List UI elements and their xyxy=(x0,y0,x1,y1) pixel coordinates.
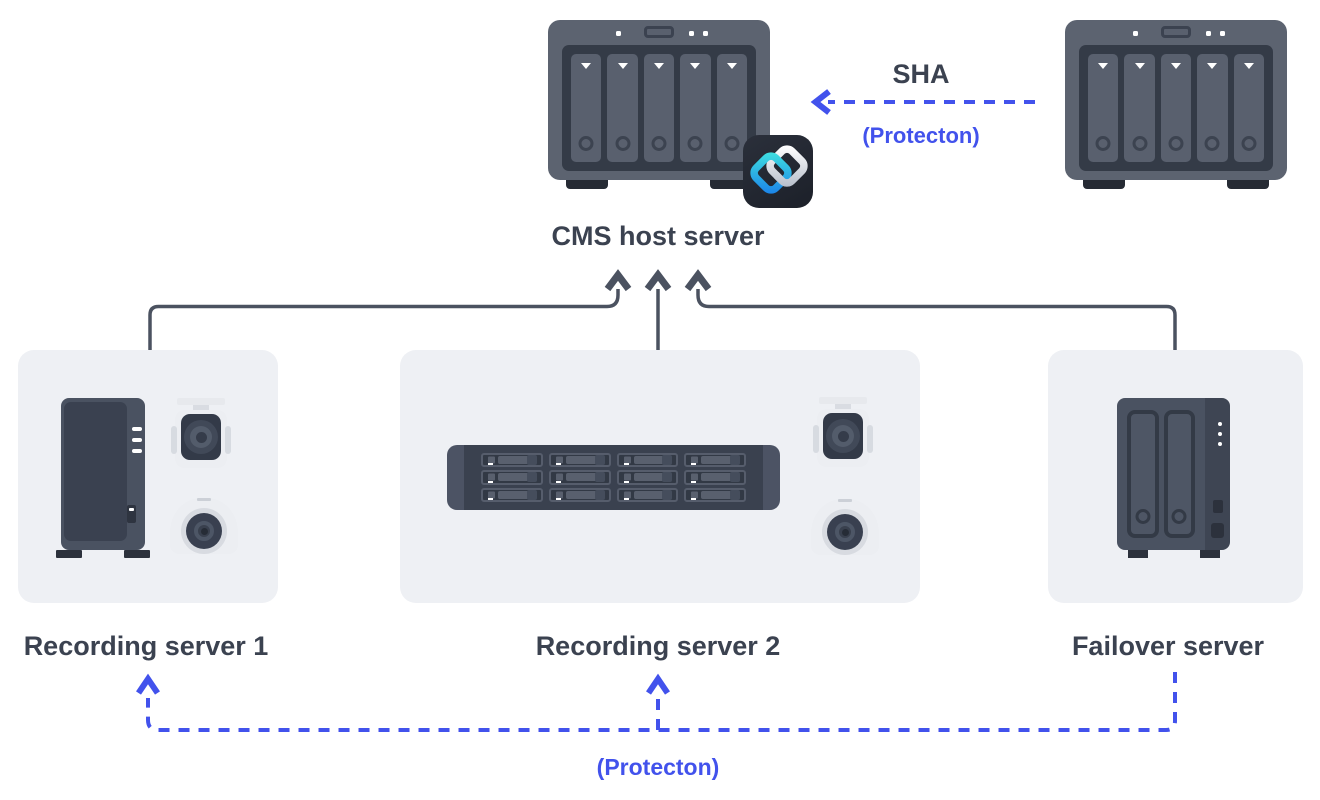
foot xyxy=(1200,550,1220,558)
drive-panel xyxy=(1079,45,1273,171)
drive-tray xyxy=(684,470,746,485)
drive-tray xyxy=(616,470,679,485)
foot xyxy=(710,180,752,189)
arrow-left-icon xyxy=(810,89,831,115)
drive-bay xyxy=(1124,54,1155,162)
recording-server-1-box xyxy=(18,350,278,603)
foot xyxy=(1128,550,1148,558)
wire-recording1-to-cms xyxy=(148,289,620,351)
foot xyxy=(1227,180,1269,189)
led-icon xyxy=(1206,31,1211,36)
drive-tray xyxy=(616,487,679,502)
arrow-up-icon xyxy=(644,269,672,292)
drive-bay xyxy=(1088,54,1119,162)
nas-5bay-icon xyxy=(1065,20,1287,189)
foot xyxy=(56,550,82,558)
led-icon xyxy=(689,31,694,36)
led-icon xyxy=(1218,422,1222,426)
drive-bay xyxy=(1233,54,1265,162)
tower-front-panel xyxy=(64,402,127,541)
recording-server-2-label: Recording server 2 xyxy=(535,631,781,661)
drive-bay xyxy=(643,54,675,162)
drive-tray xyxy=(548,487,611,502)
usb-port-icon xyxy=(1213,500,1223,513)
drive-tray xyxy=(684,487,746,502)
bullet-camera-icon xyxy=(171,398,231,478)
bullet-camera-icon xyxy=(813,397,873,477)
drive-bay xyxy=(716,54,748,162)
led-icon xyxy=(1133,31,1138,36)
drive-tray xyxy=(481,470,543,485)
cms-host-server-label: CMS host server xyxy=(551,221,765,251)
drive-bay xyxy=(1197,54,1228,162)
turret-camera-icon xyxy=(811,497,879,559)
nas-2bay-icon xyxy=(1117,398,1230,558)
drive-bay xyxy=(680,54,711,162)
power-button-icon xyxy=(1161,26,1191,38)
drive-tray-grid xyxy=(481,453,746,502)
failover-server-label: Failover server xyxy=(1071,631,1265,661)
drive-bay xyxy=(1160,54,1192,162)
drive-bay xyxy=(1163,410,1195,538)
sha-link-label: SHA xyxy=(892,59,950,89)
wire-failover-dashed xyxy=(146,672,1177,732)
camera-lens-icon xyxy=(827,514,863,550)
surveillance-app-icon xyxy=(743,135,813,208)
power-slot-icon xyxy=(127,505,136,523)
camera-lens-icon xyxy=(826,419,860,453)
led-icon xyxy=(616,31,621,36)
sha-link-sublabel: (Protecton) xyxy=(862,123,980,148)
arrow-up-icon xyxy=(684,269,712,292)
nas-5bay-icon xyxy=(548,20,770,189)
foot xyxy=(566,180,608,189)
recording-server-1-label: Recording server 1 xyxy=(23,631,269,661)
drive-bay xyxy=(607,54,638,162)
led-icon xyxy=(1218,442,1222,446)
drive-tray xyxy=(481,487,543,502)
turret-camera-icon xyxy=(170,496,238,558)
arrow-up-icon xyxy=(604,269,632,292)
drive-tray xyxy=(548,453,611,468)
arrow-up-icon xyxy=(136,673,160,695)
foot xyxy=(1083,180,1125,189)
tower-nas-icon xyxy=(56,398,150,558)
lan-port-icon xyxy=(1211,523,1224,538)
drive-tray xyxy=(481,453,543,468)
wire-failover-to-cms xyxy=(696,289,1177,351)
drive-bay xyxy=(571,54,602,162)
drive-panel xyxy=(562,45,756,171)
power-button-icon xyxy=(644,26,674,38)
camera-lens-icon xyxy=(186,513,222,549)
drive-bay xyxy=(1127,410,1159,538)
drive-tray xyxy=(684,453,746,468)
drive-tray xyxy=(616,453,679,468)
led-icon xyxy=(1218,432,1222,436)
led-icon xyxy=(703,31,708,36)
led-icon xyxy=(1220,31,1225,36)
failover-link-label: (Protecton) xyxy=(596,754,720,780)
camera-lens-icon xyxy=(184,420,218,454)
rackmount-server-icon xyxy=(447,445,780,510)
drive-tray xyxy=(548,470,611,485)
foot xyxy=(124,550,150,558)
arrow-up-icon xyxy=(646,673,670,695)
drive-panel xyxy=(1127,410,1195,538)
